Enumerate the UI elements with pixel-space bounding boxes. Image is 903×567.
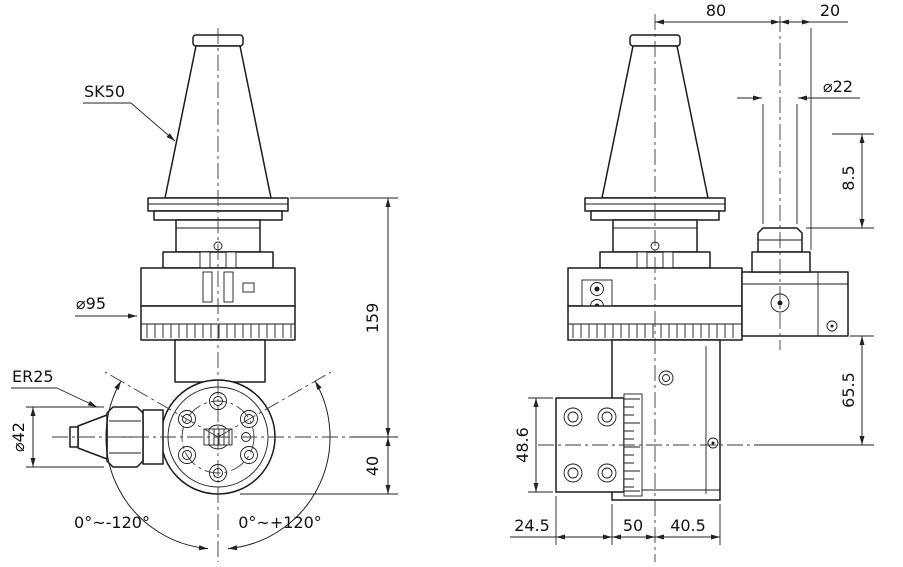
dim-24-5: 24.5 [514,516,550,535]
swivel-arc-right [227,380,331,551]
spindle-diameter-dim: ⌀22 [823,77,853,96]
swivel-positive-label: 0°~+120° [238,513,322,532]
body-diameter-label: ⌀95 [76,294,106,313]
dim-20: 20 [820,1,840,20]
head-housing [174,339,266,383]
plate-bolts [563,407,617,483]
height-dim: 159 [363,303,382,334]
drive-key [199,251,211,269]
swivel-arc-left [105,380,209,551]
front-geometry [69,34,296,495]
collet-diameter-dim: ⌀42 [9,422,28,452]
taper-label: SK50 [84,82,125,101]
swivel-negative-label: 0°~-120° [74,513,150,532]
drive-key [225,251,237,269]
body-detail [242,282,255,293]
collet-label: ER25 [12,367,54,386]
side-geometry [555,34,849,501]
dim-80: 80 [706,1,726,20]
dim-40-5: 40.5 [670,516,706,535]
body-slot [202,271,213,303]
dim-50: 50 [623,516,643,535]
dim-48-6: 48.6 [513,427,532,463]
side-view: 80 20 ⌀22 8.5 65.5 48.6 24.5 50 [510,1,874,562]
nose-dim: 40 [363,456,382,476]
front-view: SK50 ⌀95 ER25 ⌀42 159 40 0°~-120° 0°~+12… [9,28,398,562]
dial-graduations [146,324,292,338]
drive-key [662,251,674,269]
dim-65-5: 65.5 [839,372,858,408]
front-dimensions: SK50 ⌀95 ER25 ⌀42 159 40 0°~-120° 0°~+12… [9,82,398,551]
side-dimensions: 80 20 ⌀22 8.5 65.5 48.6 24.5 50 [510,1,874,545]
side-centerlines [538,14,781,562]
body-slot [223,271,234,303]
side-spindle-base [751,251,811,273]
drive-key [636,251,648,269]
dial-graduations [572,324,734,338]
dim-8-5: 8.5 [839,165,858,190]
